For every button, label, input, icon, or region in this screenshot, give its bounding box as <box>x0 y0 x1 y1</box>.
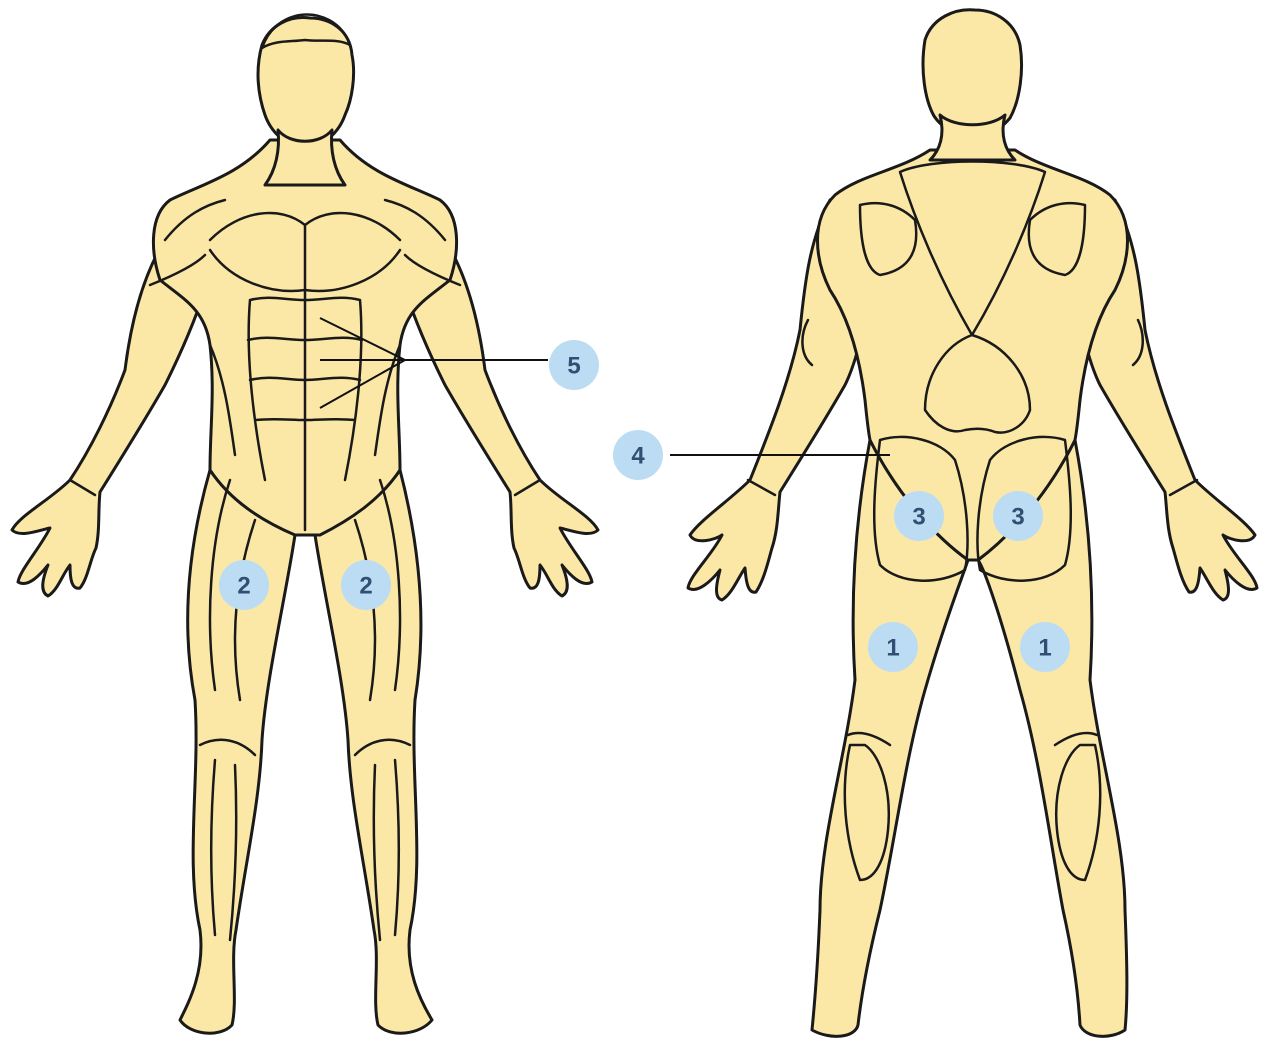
front-right-leg <box>315 470 432 1033</box>
back-body-figure <box>688 10 1257 1037</box>
marker-back-left-glute: 3 <box>894 491 944 541</box>
marker-front-abdomen: 5 <box>549 340 599 390</box>
front-left-leg <box>180 470 295 1033</box>
marker-back-left-hamstring: 1 <box>868 622 918 672</box>
front-body-figure <box>12 14 598 1033</box>
marker-front-right-thigh: 2 <box>341 560 391 610</box>
marker-back-lower-back: 4 <box>613 430 663 480</box>
marker-label: 1 <box>886 635 899 662</box>
marker-back-right-glute: 3 <box>993 491 1043 541</box>
marker-label: 5 <box>567 353 580 380</box>
marker-label: 1 <box>1038 635 1051 662</box>
marker-label: 4 <box>631 443 645 470</box>
back-head <box>923 10 1022 135</box>
marker-back-right-hamstring: 1 <box>1020 622 1070 672</box>
marker-label: 2 <box>237 573 250 600</box>
marker-label: 3 <box>912 504 925 531</box>
marker-front-left-thigh: 2 <box>219 560 269 610</box>
marker-label: 3 <box>1011 504 1024 531</box>
front-head <box>258 17 354 148</box>
marker-label: 2 <box>359 573 372 600</box>
